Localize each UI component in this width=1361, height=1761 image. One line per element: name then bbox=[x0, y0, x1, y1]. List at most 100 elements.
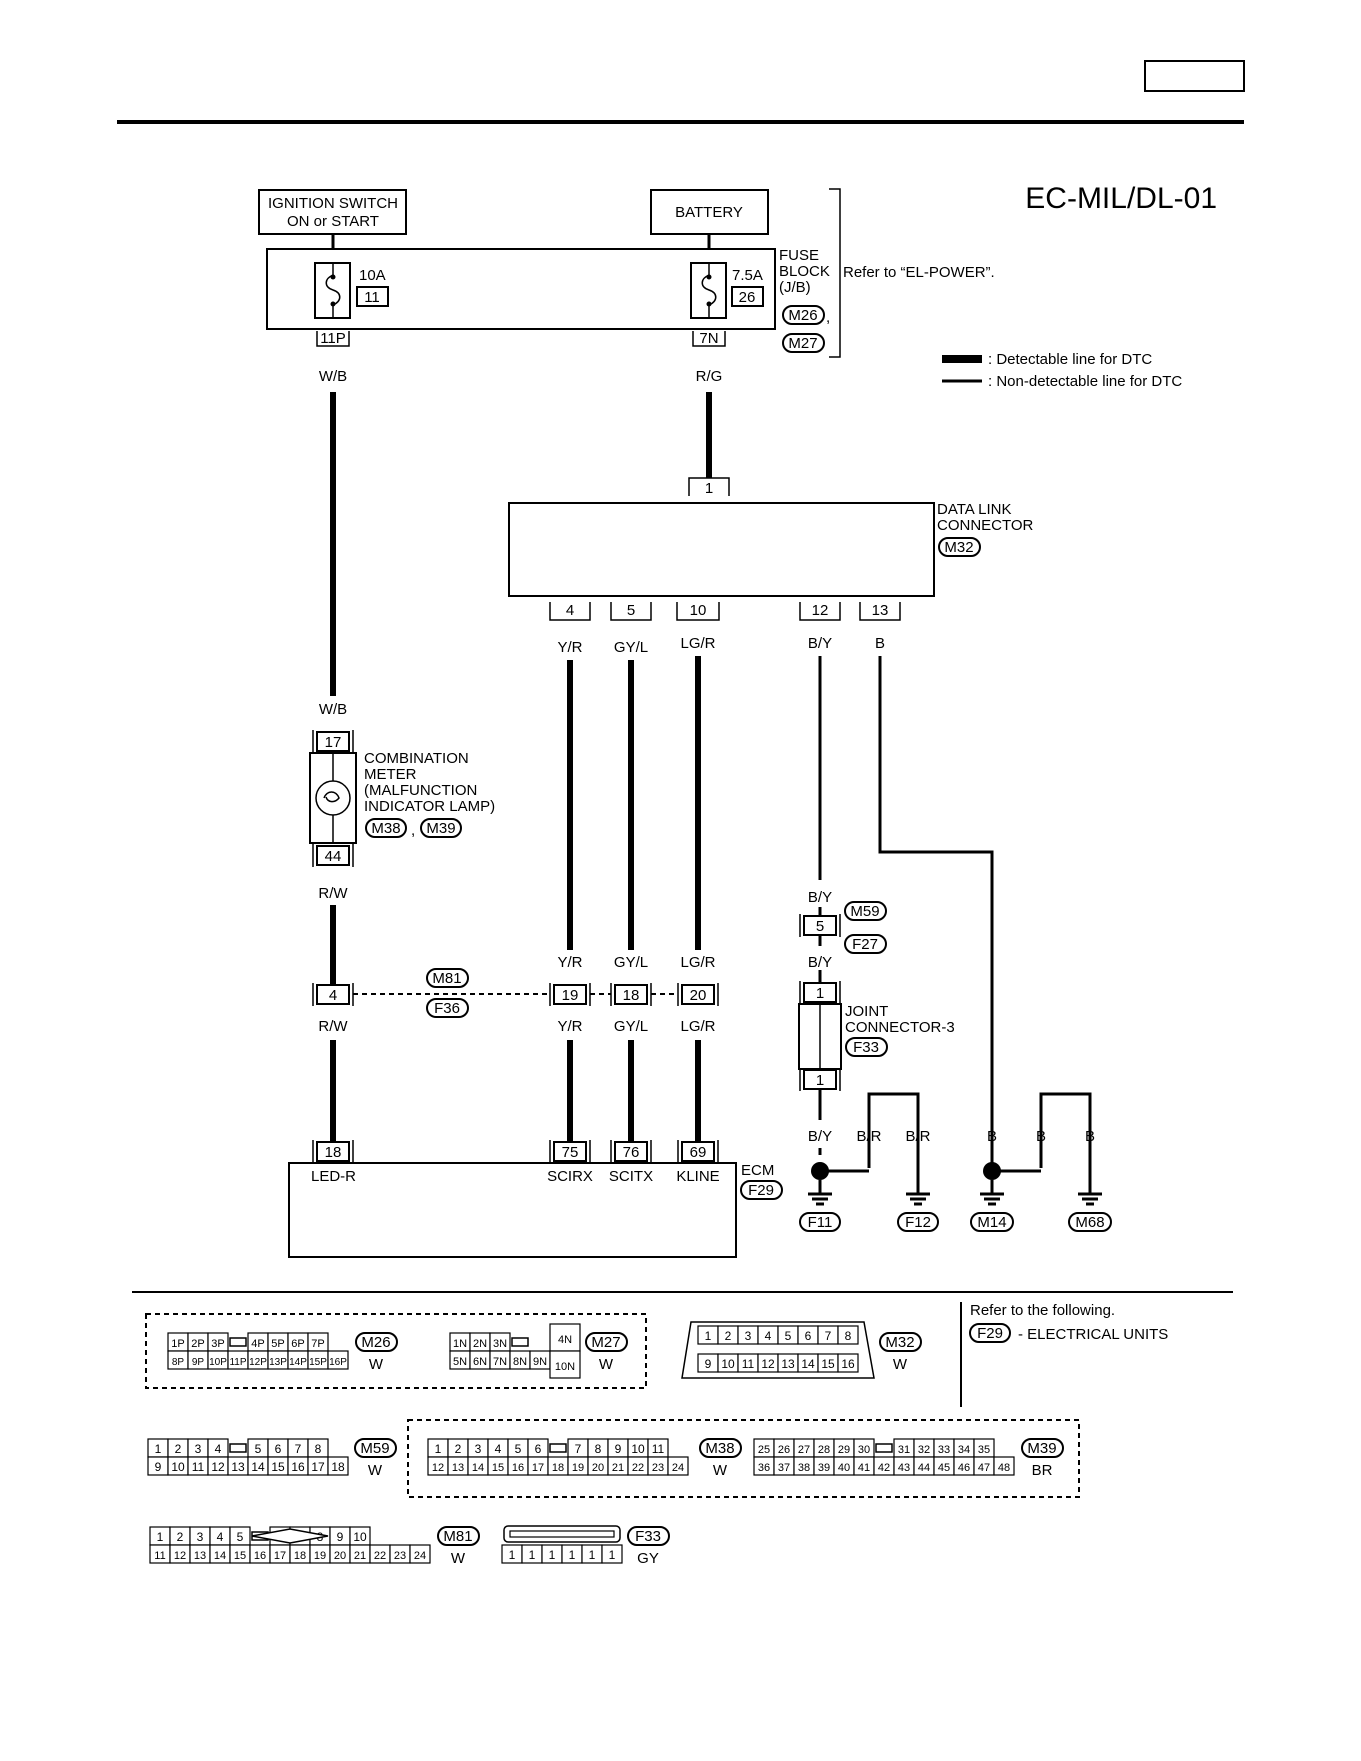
m38-top-cell-label: 3 bbox=[475, 1442, 482, 1456]
m38-bottom-cell-label: 22 bbox=[632, 1462, 644, 1474]
m26-bottom-cell bbox=[327, 1350, 349, 1370]
m27-bottom-cell-label: 8N bbox=[513, 1356, 527, 1368]
fuse-10a-number-box bbox=[356, 286, 389, 307]
m26-bottom-cell-label: 13P bbox=[269, 1357, 287, 1368]
f33-bottom-cell-label: 1 bbox=[549, 1548, 556, 1562]
m39-top-cell-label: 30 bbox=[858, 1444, 870, 1456]
ecm-pin69: 69 bbox=[690, 1144, 707, 1161]
face-m38-color: W bbox=[713, 1462, 728, 1479]
combination-meter-label-2: METER bbox=[364, 766, 417, 783]
m59-oval bbox=[844, 901, 887, 921]
m38-top-cell-label: 2 bbox=[455, 1442, 462, 1456]
m39-bottom-cell-label: 44 bbox=[918, 1462, 930, 1474]
m39-top-cell-label: 26 bbox=[778, 1444, 790, 1456]
diagram-title: EC-MIL/DL-01 bbox=[1025, 182, 1217, 215]
m39-top-cell-label: 29 bbox=[838, 1444, 850, 1456]
wire-label-yr-top: Y/R bbox=[557, 639, 582, 656]
m59-bottom-cell bbox=[327, 1456, 349, 1476]
connector-f12: F12 bbox=[905, 1214, 931, 1231]
dl-pin4-bracket bbox=[549, 602, 591, 621]
face-m59-color: W bbox=[368, 1462, 383, 1479]
fuse-7-5a-number-box bbox=[731, 286, 764, 307]
ground-node-m14 bbox=[983, 1162, 1001, 1180]
fuse-7-5a-rating: 7.5A bbox=[732, 267, 763, 284]
face-m26-color: W bbox=[369, 1356, 384, 1373]
connector-f27: F27 bbox=[852, 936, 878, 953]
m39-top-cell-label: 35 bbox=[978, 1444, 990, 1456]
m81-bottom-cell-label: 11 bbox=[154, 1550, 165, 1562]
combination-meter-label-1: COMBINATION bbox=[364, 750, 469, 767]
m39-top-cell-label: 33 bbox=[938, 1444, 950, 1456]
wire-label-by-ground: B/Y bbox=[808, 1128, 832, 1145]
pin-11p: 11P bbox=[320, 330, 346, 347]
m81-bottom-cell-label: 15 bbox=[234, 1550, 246, 1562]
dl-pin12-bracket bbox=[799, 602, 841, 621]
m81-bottom-cell-label: 22 bbox=[374, 1550, 386, 1562]
connector-m81: M81 bbox=[432, 970, 461, 987]
pin-11p-bracket bbox=[316, 331, 350, 347]
m59-top-cell-label: 5 bbox=[255, 1442, 262, 1456]
m26-top-cell-label: 3P bbox=[211, 1338, 224, 1350]
ignition-switch-label-2: ON or START bbox=[287, 213, 379, 230]
m27-top-cell-label: 1N bbox=[453, 1338, 467, 1350]
meter-connector-group bbox=[407, 1419, 1080, 1498]
face-m32-color: W bbox=[893, 1356, 908, 1373]
wire-label-gyl-top: GY/L bbox=[614, 639, 648, 656]
m32-bottom-cell-label: 12 bbox=[761, 1357, 775, 1371]
ecm-terminal-led-r: LED-R bbox=[311, 1168, 356, 1185]
m39-top-lock-tab bbox=[875, 1443, 893, 1453]
wire-label-rw-bottom: R/W bbox=[318, 1018, 348, 1035]
meter-pin44-box bbox=[316, 845, 350, 866]
m32-top-cell-label: 3 bbox=[745, 1329, 752, 1343]
jc-pin-bottom-box bbox=[803, 1069, 837, 1090]
fuse-block-bracket bbox=[829, 188, 841, 358]
m59-top-cell-label: 6 bbox=[275, 1442, 282, 1456]
refer-text: - ELECTRICAL UNITS bbox=[1018, 1326, 1168, 1343]
m81-bottom-cell bbox=[409, 1544, 431, 1564]
fuse-block-label-3: (J/B) bbox=[779, 279, 811, 296]
fuse-10a-rating: 10A bbox=[359, 267, 386, 284]
m27-bottom-cell-label: 9N bbox=[533, 1356, 547, 1368]
f33-bottom-cell-label: 1 bbox=[609, 1548, 616, 1562]
joint-connector-conn: F33 bbox=[853, 1039, 879, 1056]
dl-pin1-bracket bbox=[688, 477, 730, 496]
comma: , bbox=[826, 309, 830, 326]
m38-bottom-cell-label: 20 bbox=[592, 1462, 604, 1474]
m27-top-cell-label: 2N bbox=[473, 1338, 487, 1350]
wire-b bbox=[878, 656, 994, 1168]
inline-connector-row: 4 19 18 20 bbox=[312, 983, 719, 1006]
ground-symbol-f12 bbox=[906, 1180, 930, 1206]
m59-bottom-cell-label: 10 bbox=[171, 1460, 185, 1474]
ecm-terminal-scitx: SCITX bbox=[609, 1168, 653, 1185]
m27-bottom-cell-label: 6N bbox=[473, 1356, 487, 1368]
m38-top-cell-label: 9 bbox=[615, 1442, 622, 1456]
f33-bottom-cell-label: 1 bbox=[569, 1548, 576, 1562]
m59-top-cell-label: 4 bbox=[215, 1442, 222, 1456]
m39-top-cell-label: 28 bbox=[818, 1444, 830, 1456]
m38-top-cell-label: 6 bbox=[535, 1442, 542, 1456]
meter-conn-b: M39 bbox=[426, 820, 455, 837]
m38-bottom-cell-label: 16 bbox=[512, 1462, 524, 1474]
m39-bottom-cell bbox=[993, 1456, 1015, 1476]
m32-bottom-cell-label: 13 bbox=[781, 1357, 795, 1371]
m59-top-lock-tab bbox=[229, 1443, 247, 1453]
m81-top-cell-label: 5 bbox=[237, 1530, 244, 1544]
page-tab-box bbox=[1144, 60, 1245, 92]
m27-side-top-label: 4N bbox=[558, 1334, 572, 1346]
jc-pin-bottom: 1 bbox=[816, 1072, 824, 1089]
dl-pin13-bracket bbox=[859, 602, 901, 621]
m81-bottom-cell-label: 16 bbox=[254, 1550, 266, 1562]
meter-conn-a-oval bbox=[365, 818, 407, 838]
wire-label-rg: R/G bbox=[696, 368, 723, 385]
m81-bottom-cell-label: 14 bbox=[214, 1550, 226, 1562]
face-f33-code: F33 bbox=[635, 1528, 661, 1545]
m81-bottom-cell-label: 19 bbox=[314, 1550, 326, 1562]
face-m32-code: M32 bbox=[885, 1334, 914, 1351]
connector-f11: F11 bbox=[808, 1214, 833, 1231]
m32-top-cell-label: 7 bbox=[825, 1329, 832, 1343]
